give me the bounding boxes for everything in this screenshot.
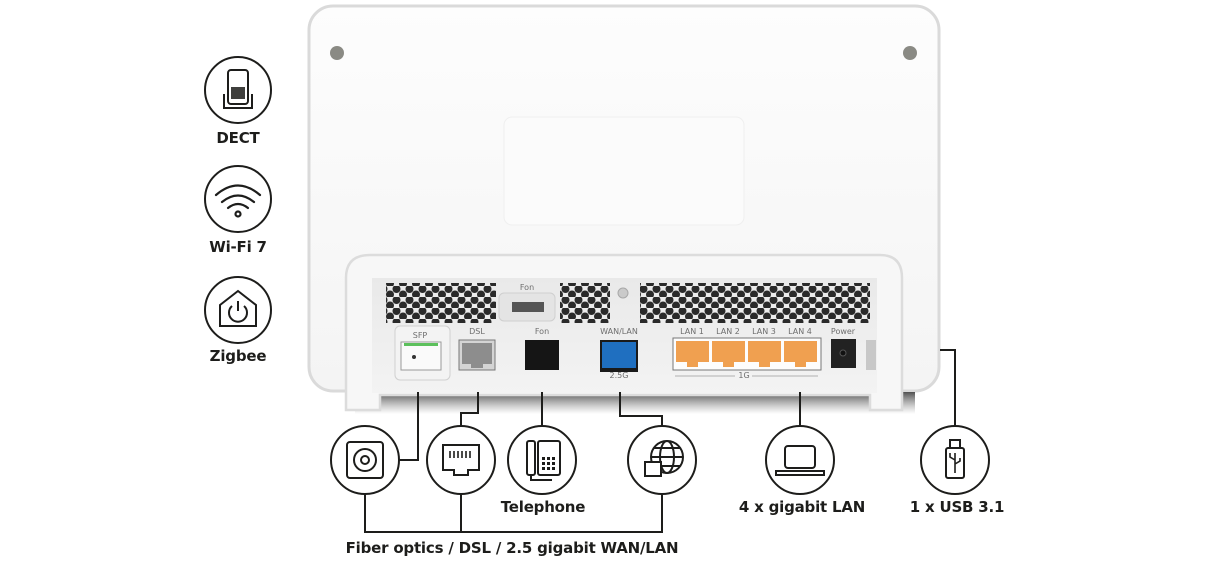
screw-right	[903, 46, 917, 60]
label-usb: 1 x USB 3.1	[909, 498, 1005, 516]
vent-left	[386, 283, 496, 323]
port-label-lan2: LAN 2	[716, 327, 740, 336]
ethernet-jack-icon	[442, 444, 480, 476]
usb-port[interactable]	[866, 340, 876, 370]
fiber-circle	[330, 425, 400, 495]
label-fiber-dsl-wan: Fiber optics / DSL / 2.5 gigabit WAN/LAN	[345, 539, 679, 557]
lan-port-tab	[795, 362, 806, 367]
wifi-icon	[214, 184, 262, 218]
port-label-lan1: LAN 1	[680, 327, 704, 336]
feature-label-dect: DECT	[216, 129, 260, 147]
lan-port-1[interactable]	[676, 341, 709, 362]
dsl-circle	[426, 425, 496, 495]
port-label-dsl: DSL	[469, 327, 485, 336]
sfp-indicator	[404, 343, 438, 346]
dect-icon-circle	[204, 56, 272, 124]
router-back-panel	[344, 253, 904, 412]
port-label-lan4: LAN 4	[788, 327, 812, 336]
port-label-top-fon: Fon	[519, 283, 535, 292]
feature-label-zigbee: Zigbee	[209, 347, 267, 365]
stand-shadow	[355, 392, 915, 414]
wifi-icon-circle	[204, 165, 272, 233]
usb-stick-icon	[945, 439, 965, 479]
telephone-icon	[526, 440, 561, 481]
vent-mid	[560, 283, 610, 323]
globe-network-icon	[644, 440, 684, 477]
vent-right	[640, 283, 870, 323]
label-telephone: Telephone	[500, 498, 586, 516]
lan-port-3[interactable]	[748, 341, 781, 362]
label-area	[503, 116, 745, 226]
telephone-circle	[507, 425, 577, 495]
port-label-lan-speed: 1G	[738, 371, 750, 380]
lan-port-tab	[687, 362, 698, 367]
dect-handset-icon	[223, 69, 253, 109]
screw-left	[330, 46, 344, 60]
label-lan: 4 x gigabit LAN	[738, 498, 866, 516]
wan-circle	[627, 425, 697, 495]
port-label-power: Power	[830, 327, 856, 336]
fon-port[interactable]	[525, 340, 559, 370]
zigbee-icon-circle	[204, 276, 272, 344]
connector-lines	[364, 349, 956, 533]
lan-port-2[interactable]	[712, 341, 745, 362]
port-label-wan-speed: 2.5G	[609, 371, 629, 380]
smart-home-power-icon	[219, 289, 257, 327]
port-label-sfp: SFP	[412, 331, 428, 340]
usb-circle	[920, 425, 990, 495]
lan-circle	[765, 425, 835, 495]
port-label-lan3: LAN 3	[752, 327, 776, 336]
port-label-wan: WAN/LAN	[600, 327, 638, 336]
port-label-fon: Fon	[534, 327, 550, 336]
lan-port-4[interactable]	[784, 341, 817, 362]
fiber-optic-socket-icon	[346, 441, 384, 479]
laptop-icon	[775, 445, 825, 476]
feature-label-wifi: Wi-Fi 7	[209, 238, 267, 256]
lan-port-tab	[759, 362, 770, 367]
lan-port-tab	[723, 362, 734, 367]
reset-button[interactable]	[617, 287, 629, 299]
